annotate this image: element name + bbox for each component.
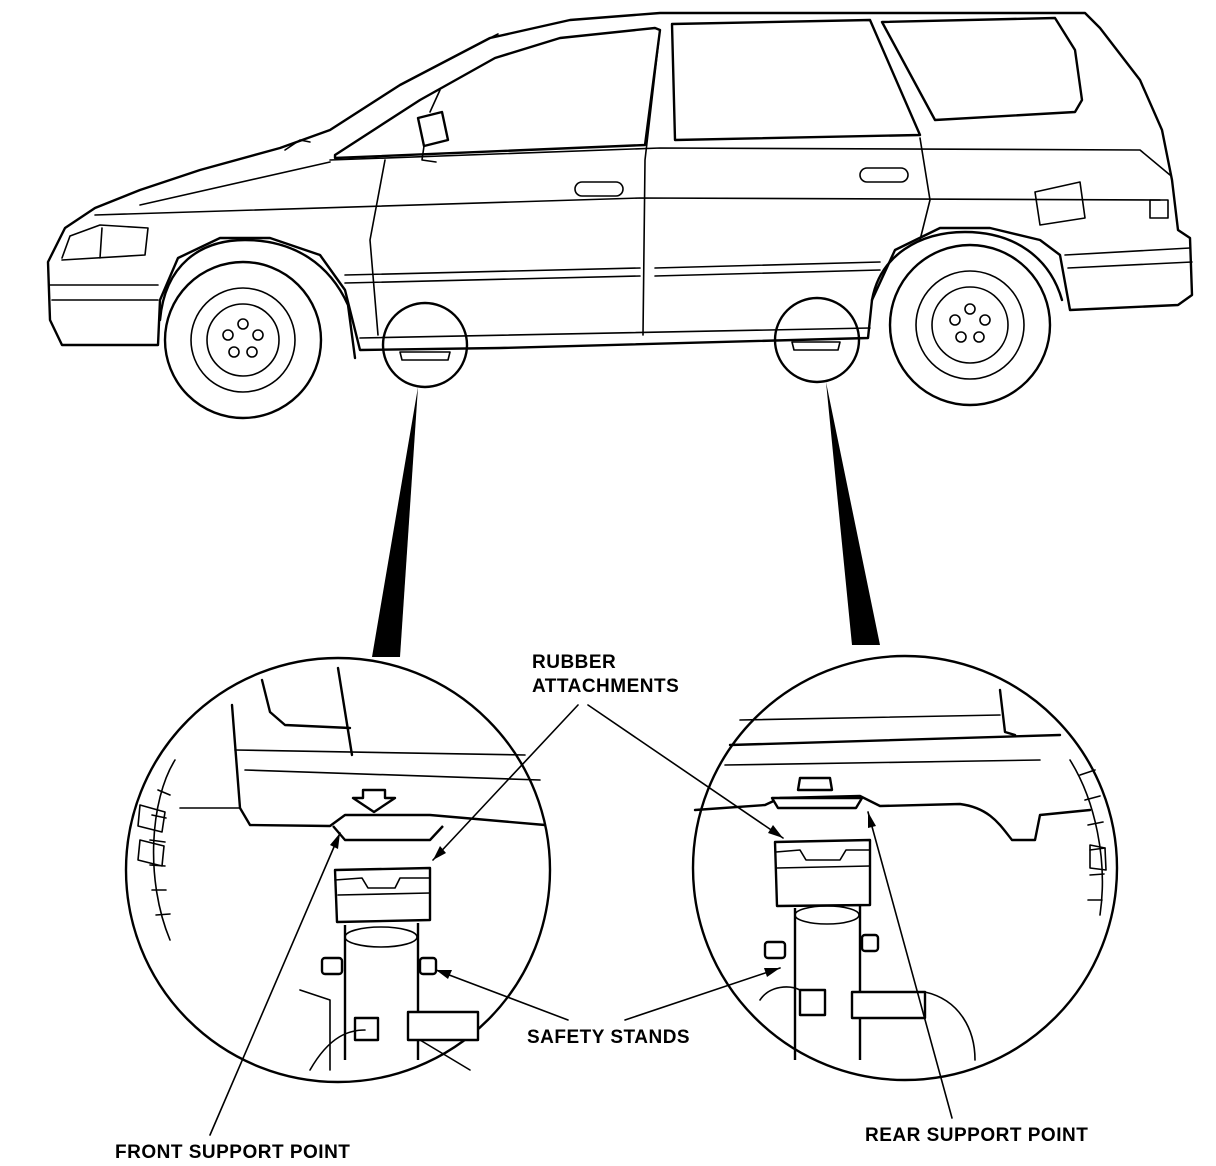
rear-support-callout bbox=[773, 296, 861, 384]
rear-callout-wedge bbox=[826, 382, 880, 645]
front-support-callout bbox=[381, 301, 469, 389]
front-callout-wedge bbox=[372, 387, 418, 657]
front-detail-circle bbox=[124, 656, 552, 1084]
safety-stands-label: SAFETY STANDS bbox=[527, 1027, 690, 1048]
minivan-side-view bbox=[46, 11, 1194, 420]
rubber-attachments-label-line1: RUBBER bbox=[532, 652, 616, 673]
rear-support-point-label: REAR SUPPORT POINT bbox=[865, 1125, 1088, 1146]
leader-lines bbox=[209, 704, 953, 1136]
rubber-attachments-label-line2: ATTACHMENTS bbox=[532, 676, 679, 697]
rear-detail-circle bbox=[691, 654, 1119, 1082]
front-support-point-label: FRONT SUPPORT POINT bbox=[115, 1142, 350, 1163]
